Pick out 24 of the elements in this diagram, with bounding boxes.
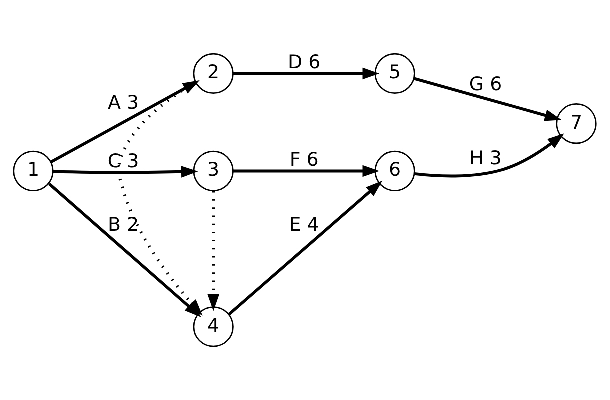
arrow (233, 165, 380, 178)
edge-label: G 6 (469, 73, 502, 96)
edge-label: F 6 (290, 149, 319, 172)
edge-label: A 3 (108, 92, 140, 114)
edge-label: E 4 (289, 214, 320, 236)
edge-label: B 2 (108, 214, 140, 236)
node-circle: 5 (374, 53, 416, 94)
node-circle: 6 (374, 150, 416, 192)
edge-label: C 3 (108, 150, 140, 172)
node-circle: 7 (556, 104, 597, 144)
arrow (50, 80, 200, 164)
arrow (208, 191, 220, 312)
node-circle: 2 (193, 53, 234, 94)
node-circle: 3 (193, 150, 234, 192)
arrow (53, 166, 198, 178)
arrow (228, 180, 383, 316)
edge-label: D 6 (288, 52, 321, 74)
edge-label: H 3 (470, 148, 502, 170)
arrow (233, 68, 380, 80)
arrow (414, 134, 564, 178)
node-circle: 4 (193, 306, 234, 348)
arrow (414, 77, 562, 122)
node-circle: 1 (13, 150, 54, 192)
arrow (117, 81, 203, 316)
